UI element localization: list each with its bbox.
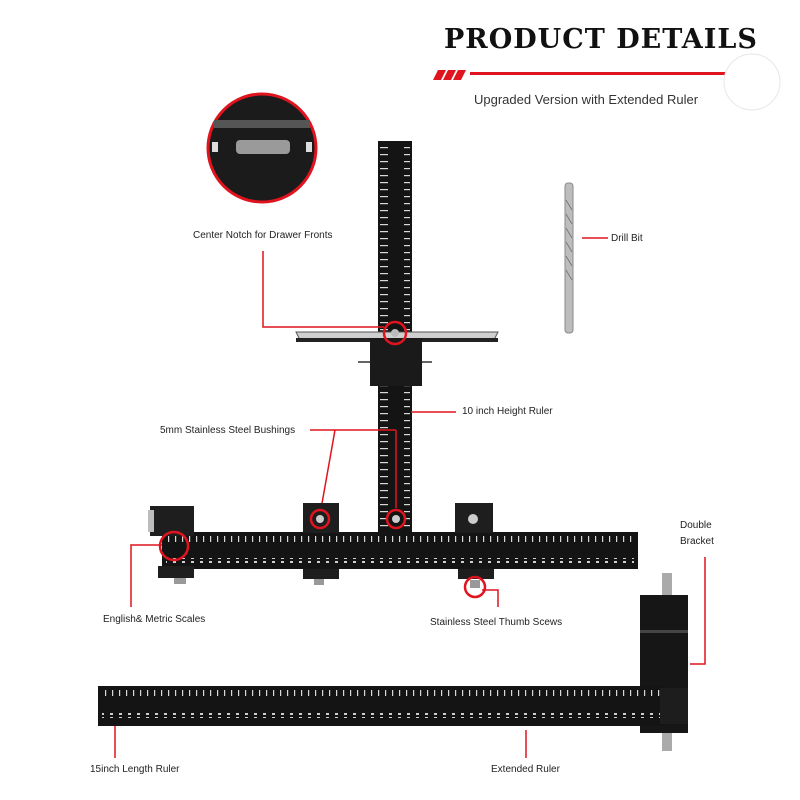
- length-ruler-label: 15inch Length Ruler: [90, 764, 180, 775]
- center-notch-label: Center Notch for Drawer Fronts: [193, 230, 333, 241]
- thumb-screws-label: Stainless Steel Thumb Scews: [430, 617, 563, 628]
- height-ruler-label: 10 inch Height Ruler: [462, 406, 553, 417]
- callout-lines: [114, 251, 706, 758]
- drill-bit-label: Drill Bit: [611, 233, 643, 244]
- extended-ruler: [98, 686, 688, 726]
- page-title: PRODUCT DETAILS: [444, 24, 758, 55]
- notch-magnifier: [206, 92, 318, 204]
- double-bracket-label-line2: Bracket: [680, 536, 714, 547]
- page-subtitle: Upgraded Version with Extended Ruler: [474, 92, 699, 107]
- main-ruler: [148, 503, 638, 599]
- scales-label: English& Metric Scales: [103, 614, 206, 625]
- double-bracket-label-line1: Double: [680, 520, 712, 531]
- bushings-label: 5mm Stainless Steel Bushings: [160, 425, 296, 436]
- drill-bit: [564, 182, 608, 334]
- header-decoration: [433, 53, 781, 111]
- top-plate: [295, 320, 499, 386]
- extended-ruler-label: Extended Ruler: [491, 764, 560, 775]
